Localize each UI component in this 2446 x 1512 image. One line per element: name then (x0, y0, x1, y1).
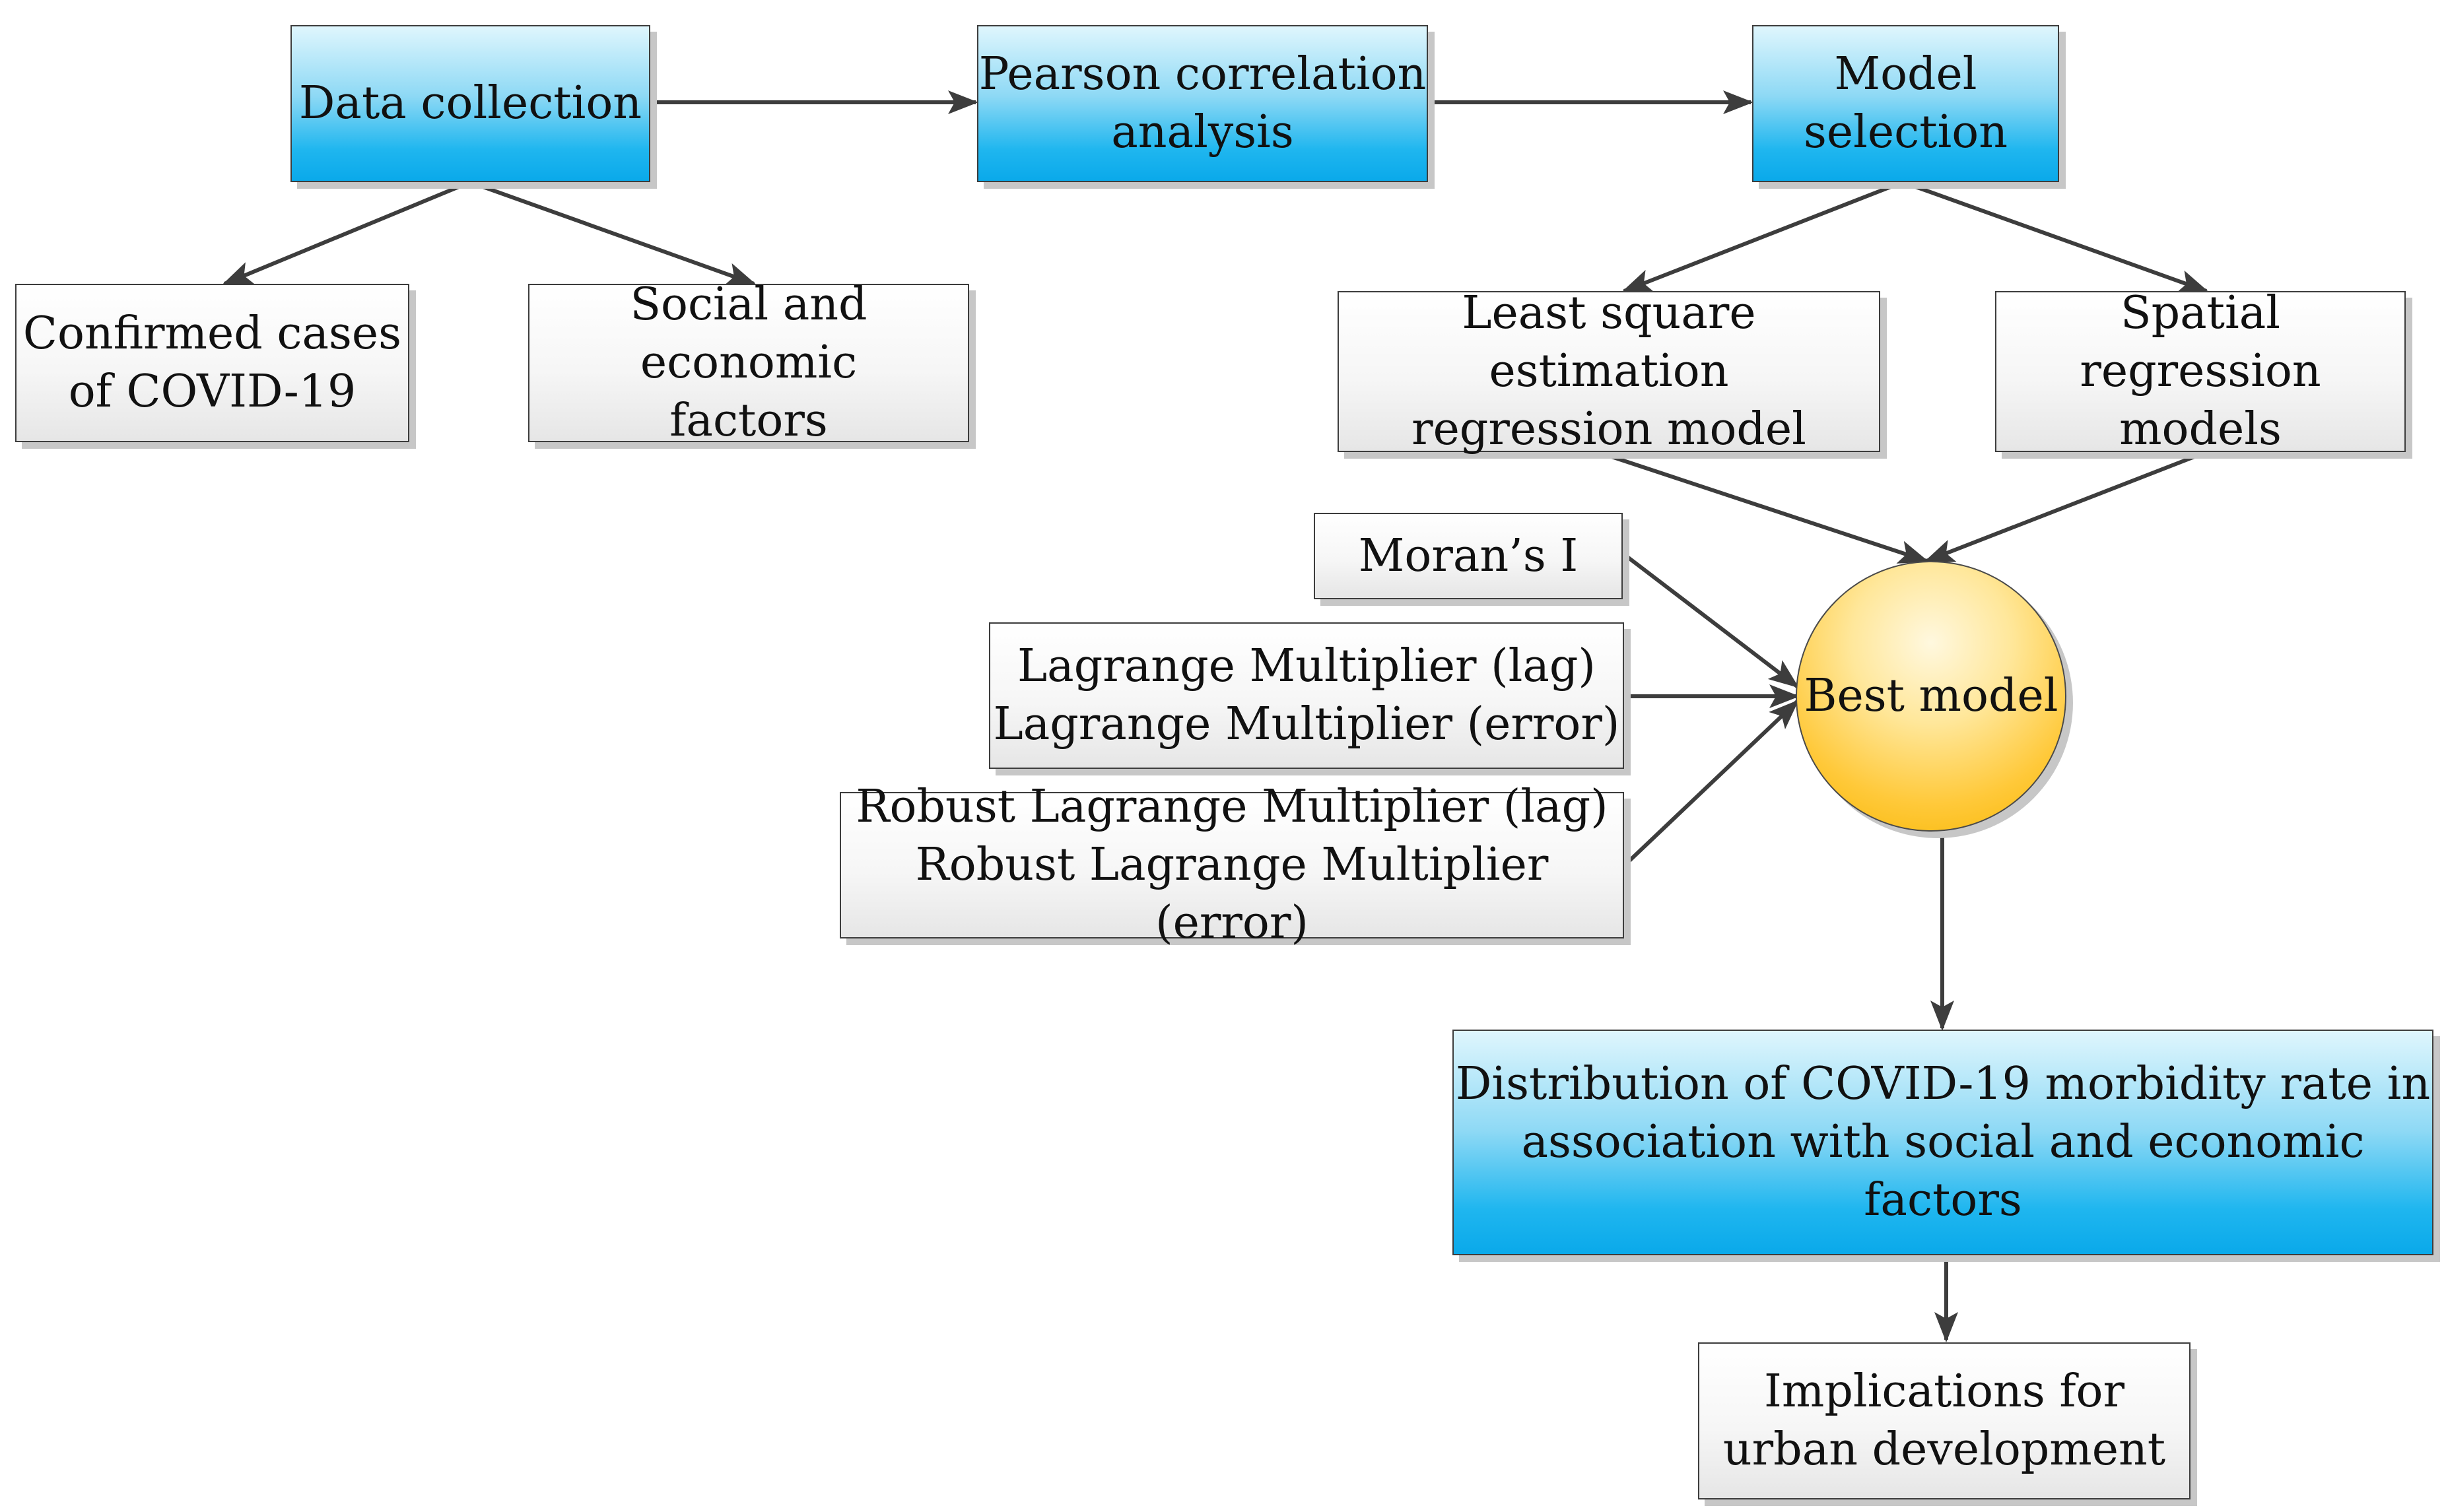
confirmed-cases-line-2: of COVID-19 (68, 366, 357, 418)
robust-lagrange-multiplier-line-2: Robust Lagrange Multiplier (error) (915, 839, 1549, 949)
lagrange-multiplier-box: Lagrange Multiplier (lag) Lagrange Multi… (989, 622, 1624, 769)
data-collection-label: Data collection (298, 77, 642, 129)
lagrange-multiplier-line-2: Lagrange Multiplier (error) (993, 698, 1620, 750)
spatial-regression-line-1: Spatial regression (2080, 287, 2321, 397)
lagrange-multiplier-line-1: Lagrange Multiplier (lag) (1017, 640, 1596, 692)
best-model-circle: Best model (1796, 561, 2066, 832)
model-selection-line-1: Model (1834, 48, 1977, 100)
spatial-regression-box: Spatial regression models (1995, 287, 2406, 455)
arrow-model-selection-to-spatial-regression (1901, 180, 2209, 293)
implications-line-1: Implications for (1764, 1365, 2124, 1418)
arrow-robust-lagrange-to-best-model (1623, 700, 1799, 867)
distribution-line-1: Distribution of COVID-19 morbidity rate … (1455, 1058, 2431, 1110)
least-square-estimation-box: Least square estimation regression model (1338, 287, 1880, 455)
best-model-label: Best model (1804, 670, 2058, 722)
spatial-regression-line-2: models (2119, 403, 2282, 455)
arrow-model-selection-to-least-square (1621, 180, 1904, 293)
pearson-correlation-box: Pearson correlation analysis (977, 25, 1428, 182)
arrow-spatial-regression-to-best-model (1924, 450, 2208, 563)
arrow-data-collection-to-confirmed-cases (222, 180, 471, 286)
least-square-estimation-line-1: Least square estimation (1462, 287, 1756, 397)
distribution-box: Distribution of COVID-19 morbidity rate … (1452, 1030, 2433, 1255)
social-economic-factors-box: Social and economic factors (528, 279, 969, 447)
social-economic-factors-line-1: Social and economic (630, 279, 867, 389)
pearson-correlation-line-1: Pearson correlation (978, 48, 1427, 100)
implications-box: Implications for urban development (1698, 1342, 2191, 1499)
confirmed-cases-box: Confirmed cases of COVID-19 (15, 284, 409, 442)
arrow-data-collection-to-social-economic (469, 180, 757, 286)
data-collection-box: Data collection (290, 25, 650, 182)
morans-i-box: Moran’s I (1314, 513, 1623, 599)
least-square-estimation-line-2: regression model (1411, 403, 1806, 455)
confirmed-cases-line-1: Confirmed cases (22, 308, 402, 360)
model-selection-line-2: selection (1803, 106, 2008, 158)
model-selection-box: Model selection (1752, 25, 2059, 182)
social-economic-factors-line-2: factors (669, 395, 828, 447)
robust-lagrange-multiplier-line-1: Robust Lagrange Multiplier (lag) (856, 781, 1608, 833)
arrow-least-square-to-best-model (1597, 450, 1929, 564)
arrow-morans-i-to-best-model (1623, 552, 1800, 688)
distribution-line-2: association with social and economic fac… (1521, 1116, 2365, 1226)
robust-lagrange-multiplier-box: Robust Lagrange Multiplier (lag) Robust … (840, 781, 1624, 949)
morans-i-label: Moran’s I (1358, 529, 1579, 582)
implications-line-2: urban development (1722, 1424, 2166, 1476)
pearson-correlation-line-2: analysis (1111, 106, 1294, 158)
